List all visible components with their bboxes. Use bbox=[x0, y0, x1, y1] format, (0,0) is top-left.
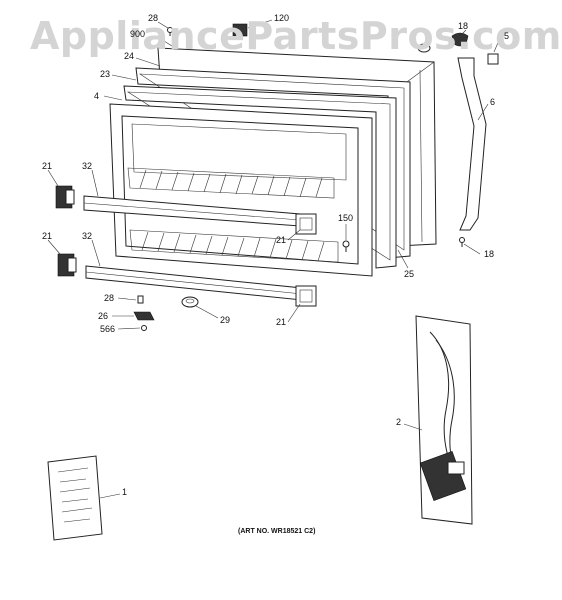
upper-shelf-rack bbox=[127, 167, 335, 199]
callout-4: 4 bbox=[94, 91, 100, 101]
callout-28-bottom: 28 bbox=[104, 293, 115, 303]
leader-lines bbox=[47, 19, 501, 499]
callout-2: 2 bbox=[396, 417, 402, 427]
callout-1: 1 bbox=[122, 487, 128, 497]
callout-18-bottom: 18 bbox=[484, 249, 495, 259]
screw-566 bbox=[141, 325, 147, 331]
part-5 bbox=[487, 53, 499, 65]
callout-28-top: 28 bbox=[148, 13, 159, 23]
callout-21-a: 21 bbox=[42, 161, 53, 171]
handle-6 bbox=[457, 57, 487, 231]
clip-28-bottom bbox=[137, 295, 144, 304]
top-screw-28 bbox=[167, 27, 173, 36]
callout-5: 5 bbox=[504, 31, 510, 41]
lower-shelf-rack bbox=[129, 229, 339, 263]
callout-150: 150 bbox=[338, 213, 354, 223]
bar-end-cap-left-lower bbox=[57, 253, 77, 277]
callout-18-top: 18 bbox=[458, 21, 469, 31]
bar-end-cap-right-upper bbox=[295, 213, 317, 235]
callout-566: 566 bbox=[100, 324, 116, 334]
side-panel-assembly bbox=[415, 315, 473, 525]
grommet-571 bbox=[417, 43, 431, 53]
plate-26 bbox=[133, 311, 155, 321]
bar-end-cap-right-lower bbox=[295, 285, 317, 307]
callout-32-a: 32 bbox=[82, 161, 93, 171]
callout-32-b: 32 bbox=[82, 231, 93, 241]
callout-6: 6 bbox=[490, 97, 496, 107]
bar-end-cap-left-upper bbox=[55, 185, 75, 209]
callout-26: 26 bbox=[98, 311, 109, 321]
callout-21-b: 21 bbox=[276, 235, 287, 245]
door-shelf-bar-lower bbox=[85, 265, 303, 301]
art-number: (ART NO. WR18521 C2) bbox=[238, 528, 316, 535]
callout-23: 23 bbox=[100, 69, 111, 79]
owner-manual bbox=[47, 455, 103, 541]
callout-900: 900 bbox=[130, 29, 146, 39]
callout-21-d: 21 bbox=[276, 317, 287, 327]
callout-25: 25 bbox=[404, 269, 415, 279]
screw-18-bottom bbox=[459, 237, 465, 247]
screw-150 bbox=[342, 240, 350, 252]
plug-29 bbox=[181, 296, 199, 308]
watermark-text: AppliancePartsPros.com bbox=[30, 14, 562, 58]
part-18-top bbox=[451, 32, 469, 47]
part-120 bbox=[232, 23, 248, 37]
callout-24: 24 bbox=[124, 51, 135, 61]
callout-29: 29 bbox=[220, 315, 231, 325]
callout-21-c: 21 bbox=[42, 231, 53, 241]
door-liner bbox=[109, 103, 373, 277]
callout-120: 120 bbox=[274, 13, 290, 23]
